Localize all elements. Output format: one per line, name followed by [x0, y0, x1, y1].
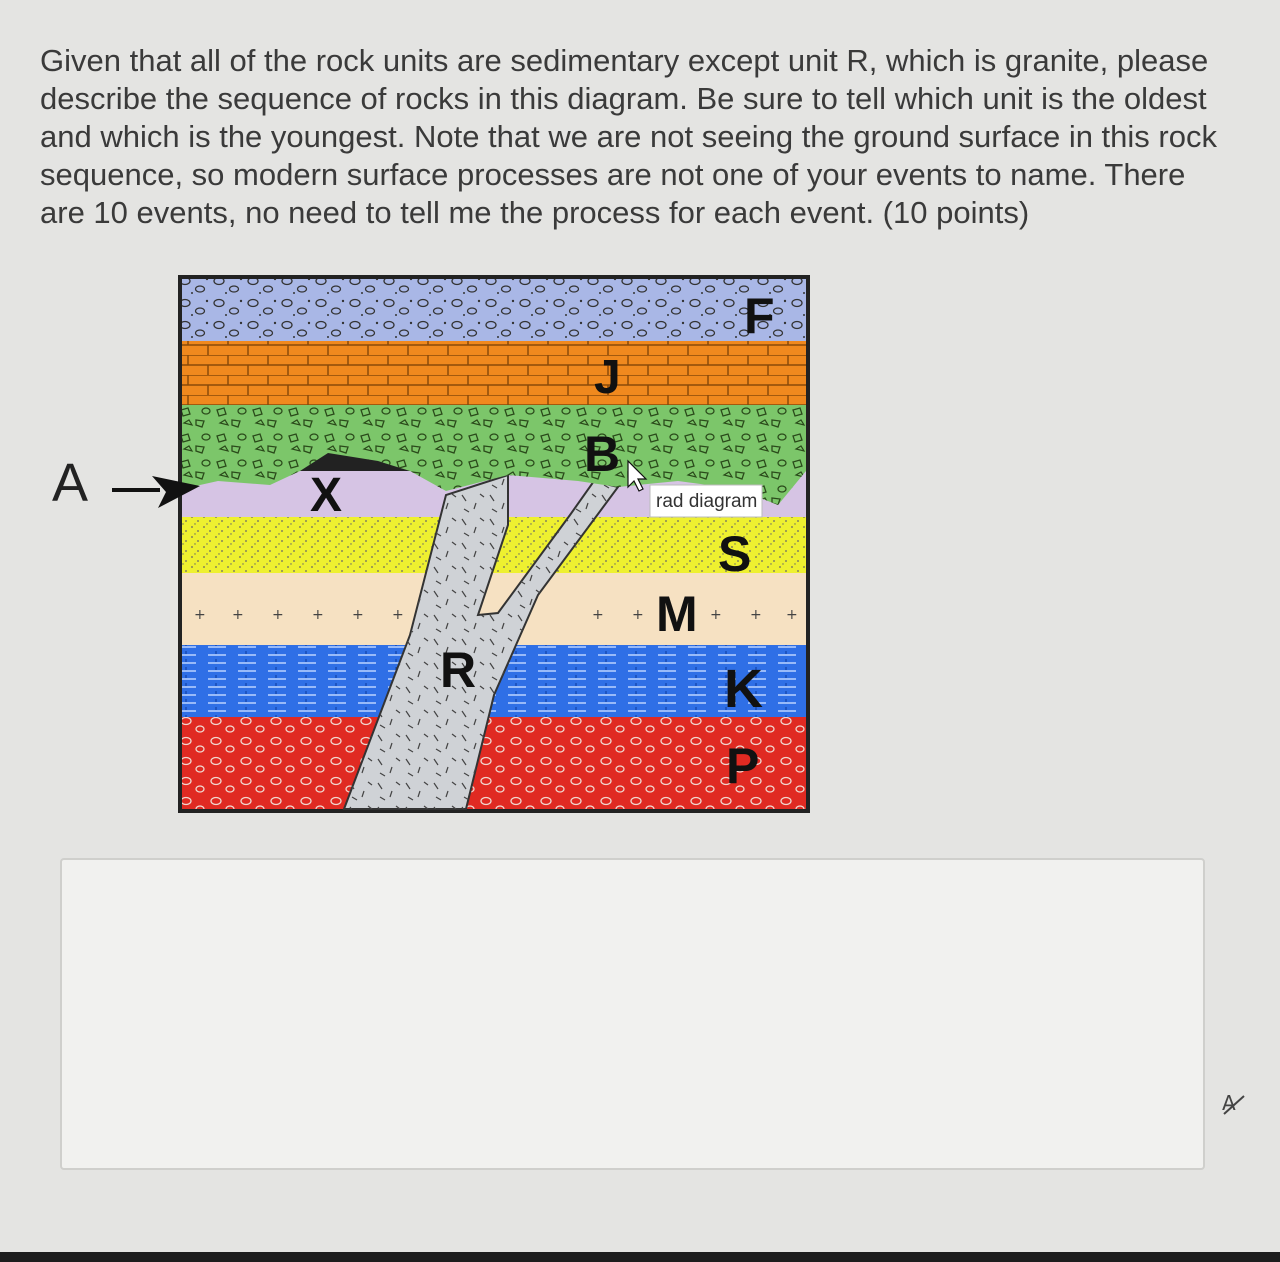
tooltip-text: rad diagram — [656, 491, 757, 512]
svg-text:+: + — [710, 607, 722, 623]
unit-b-layer — [182, 403, 806, 505]
resize-icon[interactable]: A — [1218, 1088, 1248, 1116]
arrow-a-icon — [112, 476, 200, 508]
svg-text:+: + — [194, 607, 206, 623]
svg-text:+: + — [750, 607, 762, 623]
svg-text:+: + — [786, 607, 798, 623]
rock-sequence-diagram: + + + + + + + + + + + F J B X S M — [178, 275, 810, 813]
svg-text:+: + — [232, 607, 244, 623]
label-a: A — [52, 453, 89, 513]
svg-text:A: A — [1222, 1091, 1236, 1115]
svg-text:+: + — [352, 607, 364, 623]
answer-textarea[interactable] — [60, 858, 1205, 1170]
label-j: J — [594, 351, 621, 404]
image-alt-tooltip: rad diagram — [649, 484, 763, 518]
svg-text:+: + — [392, 607, 404, 623]
question-text: Given that all of the rock units are sed… — [40, 43, 1217, 230]
unit-p-layer — [182, 715, 806, 809]
granite-intrusion-r — [342, 473, 620, 810]
svg-text:+: + — [312, 607, 324, 623]
unit-f-layer — [182, 279, 806, 341]
label-k: K — [724, 659, 763, 719]
label-s: S — [718, 526, 751, 582]
label-r: R — [440, 642, 476, 698]
label-p: P — [726, 738, 759, 794]
unit-j-layer — [182, 339, 806, 405]
svg-text:+: + — [272, 607, 284, 623]
label-b: B — [584, 426, 620, 482]
mouse-cursor-icon — [627, 459, 648, 492]
bottom-bar — [0, 1252, 1280, 1262]
svg-text:+: + — [632, 607, 644, 623]
svg-text:+: + — [592, 607, 604, 623]
label-f: F — [744, 288, 775, 344]
label-m: M — [656, 586, 698, 642]
label-x: X — [310, 469, 342, 522]
